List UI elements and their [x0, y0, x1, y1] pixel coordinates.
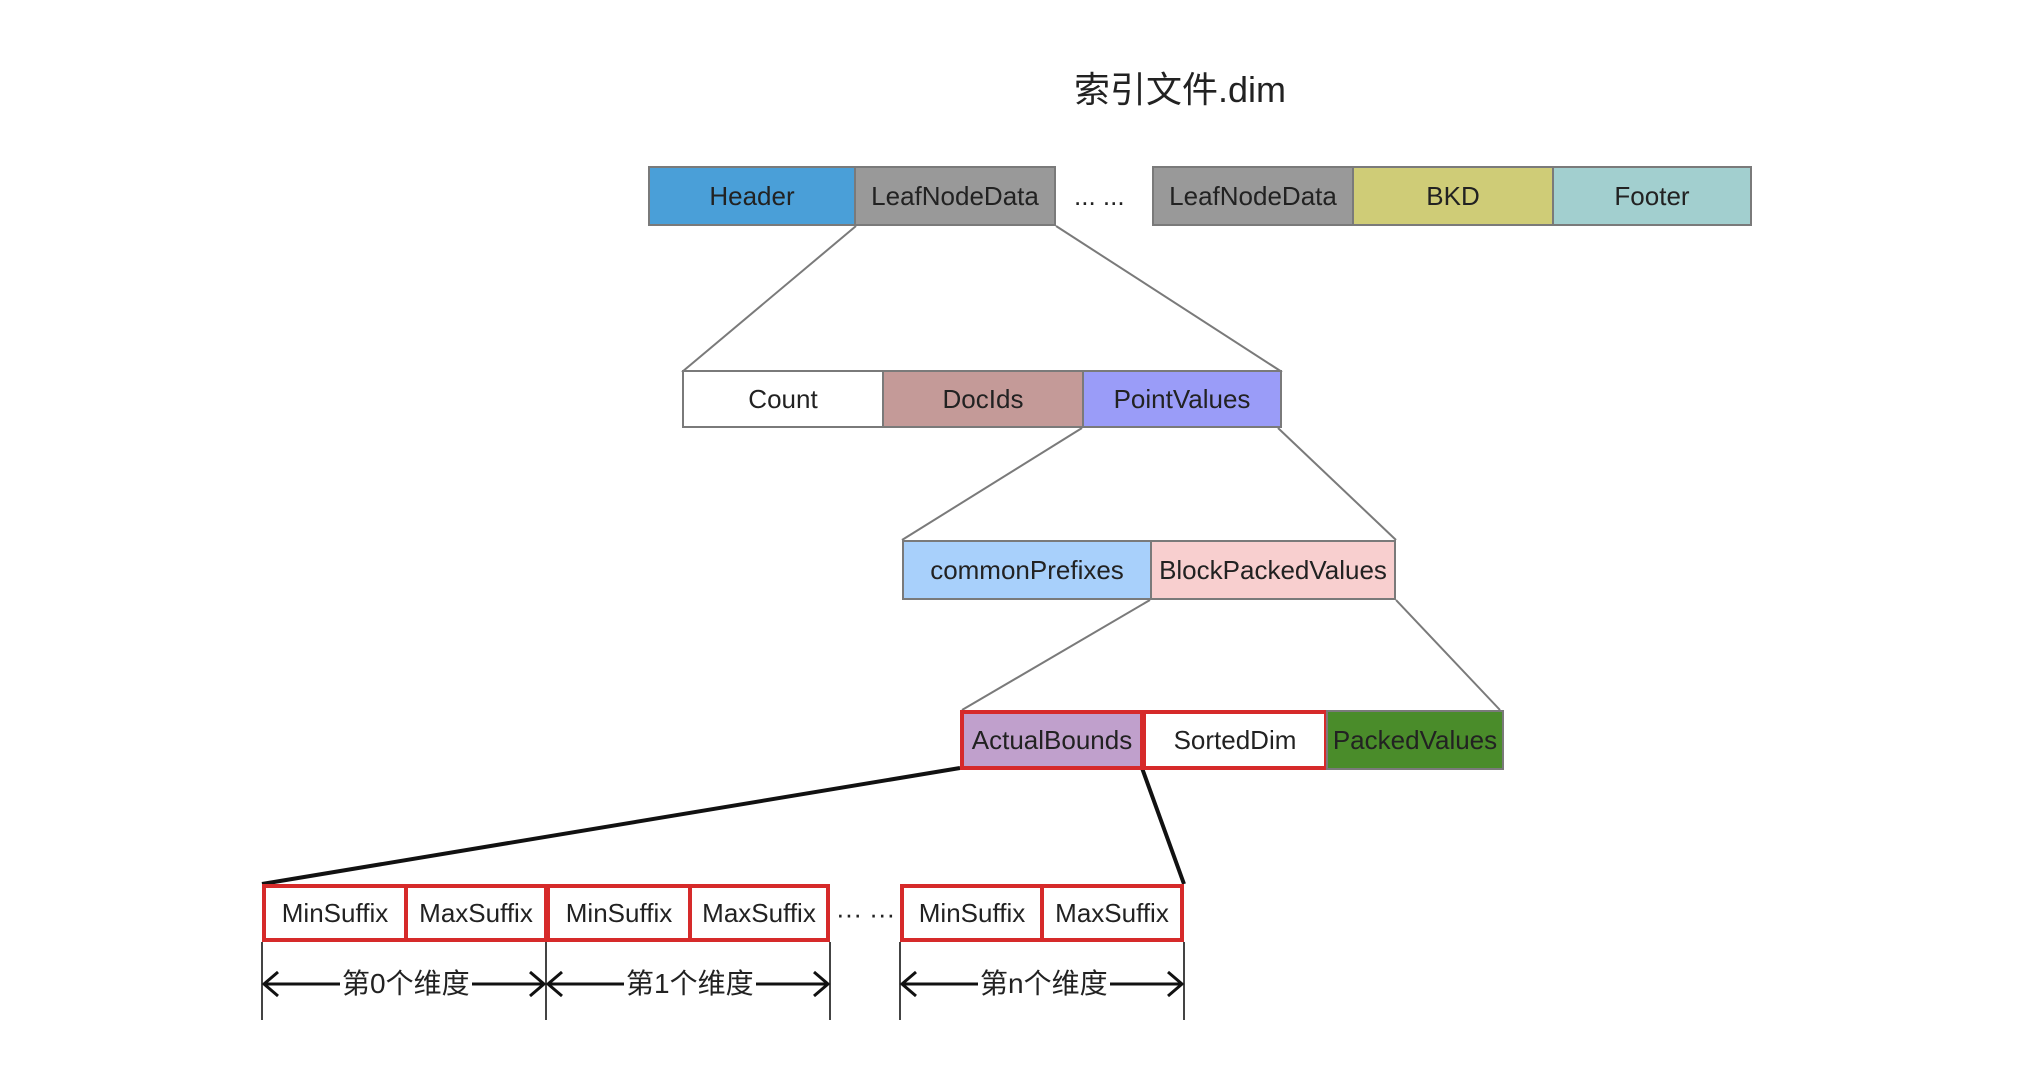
- maxsuffix-block-dim1: MaxSuffix: [688, 884, 830, 942]
- bkd-label: BKD: [1426, 180, 1480, 211]
- maxsuffix-label: MaxSuffix: [419, 897, 533, 928]
- zoom-line-block-left: [961, 599, 1151, 711]
- footer-block: Footer: [1552, 166, 1752, 226]
- maxsuffix-label: MaxSuffix: [1055, 897, 1169, 928]
- count-block: Count: [682, 370, 884, 428]
- leafnodedata-block-1: LeafNodeData: [854, 166, 1056, 226]
- maxsuffix-block-dim0: MaxSuffix: [404, 884, 548, 942]
- zoom-line-bounds-right: [1140, 767, 1186, 885]
- actualbounds-label: ActualBounds: [971, 724, 1133, 755]
- minsuffix-label: MinSuffix: [565, 897, 673, 928]
- bkd-block: BKD: [1352, 166, 1554, 226]
- commonprefixes-block: commonPrefixes: [902, 540, 1152, 600]
- maxsuffix-label: MaxSuffix: [702, 897, 816, 928]
- dimn-label: 第n个维度: [978, 964, 1110, 1004]
- row5-ellipsis: ··· ···: [836, 899, 896, 929]
- zoom-line-pointvalues-left: [901, 427, 1083, 541]
- pointvalues-block: PointValues: [1082, 370, 1282, 428]
- zoom-line-block-right: [1395, 599, 1501, 711]
- header-block: Header: [648, 166, 856, 226]
- actualbounds-block: ActualBounds: [960, 710, 1144, 770]
- zoom-line-leaf-right: [1055, 225, 1283, 373]
- dim0-label: 第0个维度: [340, 964, 472, 1004]
- dim1-label: 第1个维度: [624, 964, 756, 1004]
- leafnodedata-label-1: LeafNodeData: [871, 180, 1039, 211]
- leafnodedata-block-2: LeafNodeData: [1152, 166, 1354, 226]
- blockpackedvalues-label: BlockPackedValues: [1159, 554, 1387, 585]
- minsuffix-block-dim0: MinSuffix: [262, 884, 408, 942]
- minsuffix-label: MinSuffix: [918, 897, 1026, 928]
- row1-ellipsis: ... ...: [1074, 181, 1125, 211]
- footer-label: Footer: [1614, 180, 1690, 211]
- leafnodedata-label-2: LeafNodeData: [1169, 180, 1337, 211]
- pointvalues-label: PointValues: [1113, 383, 1251, 414]
- zoom-line-bounds-left: [261, 766, 961, 886]
- commonprefixes-label: commonPrefixes: [930, 554, 1124, 585]
- blockpackedvalues-block: BlockPackedValues: [1150, 540, 1396, 600]
- docids-block: DocIds: [882, 370, 1084, 428]
- header-label: Header: [709, 180, 795, 211]
- packedvalues-label: PackedValues: [1332, 724, 1498, 755]
- minsuffix-block-dimn: MinSuffix: [900, 884, 1044, 942]
- packedvalues-block: PackedValues: [1326, 710, 1504, 770]
- zoom-line-leaf-left: [681, 225, 857, 373]
- docids-label: DocIds: [942, 383, 1024, 414]
- diagram-title: 索引文件.dim: [1073, 69, 1286, 110]
- minsuffix-block-dim1: MinSuffix: [546, 884, 692, 942]
- maxsuffix-block-dimn: MaxSuffix: [1040, 884, 1184, 942]
- sorteddim-label: SortedDim: [1173, 724, 1297, 755]
- count-label: Count: [748, 383, 818, 414]
- sorteddim-block: SortedDim: [1142, 710, 1328, 770]
- minsuffix-label: MinSuffix: [281, 897, 389, 928]
- zoom-line-pointvalues-right: [1277, 427, 1397, 541]
